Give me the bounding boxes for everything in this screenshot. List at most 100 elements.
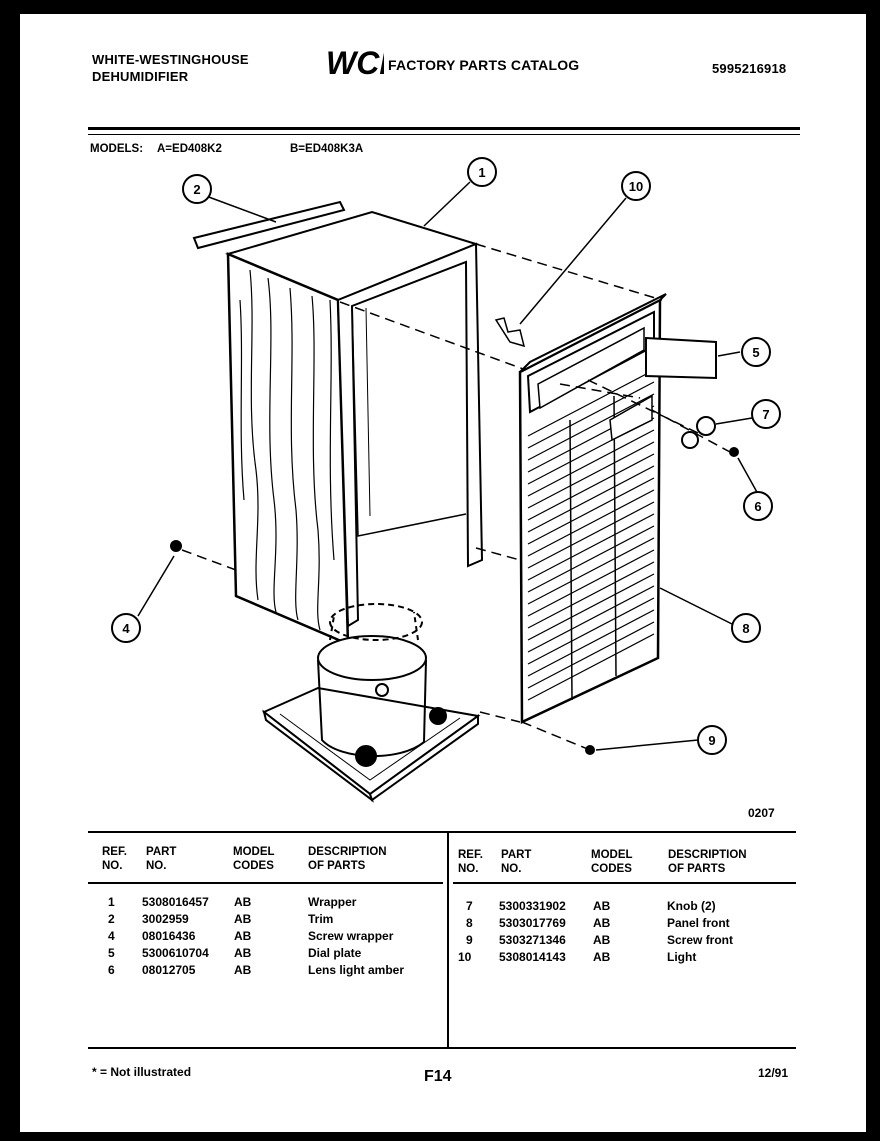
callout-9-label: 9 (708, 733, 715, 748)
table-bottom-rule (88, 1047, 796, 1049)
header-part-line2: NO. (501, 863, 522, 875)
row-part-no: 5303017769 (499, 916, 566, 930)
row-ref: 1 (108, 895, 115, 909)
row-model-codes: AB (234, 963, 252, 977)
row-description: Panel front (667, 916, 730, 930)
paper-background (20, 14, 866, 1132)
row-ref: 6 (108, 963, 115, 977)
row-description: Screw front (667, 933, 734, 947)
callout-1-label: 1 (478, 165, 485, 180)
compressor-top (317, 635, 427, 681)
callout-6-label: 6 (754, 499, 761, 514)
callout-9 (697, 725, 727, 755)
callout-2 (182, 174, 212, 204)
header-part-line1: PART (146, 846, 177, 858)
header-part-left: PART NO. (146, 845, 176, 873)
catalog-title: FACTORY PARTS CATALOG (388, 57, 580, 73)
table-header-rule-left (88, 882, 443, 884)
row-description: Lens light amber (308, 963, 405, 977)
model-a: A=ED408K2 (157, 143, 222, 155)
callout-4 (111, 613, 141, 643)
header-desc-line2: OF PARTS (668, 863, 726, 875)
row-model-codes: AB (593, 899, 611, 913)
row-model-codes: AB (593, 933, 611, 947)
panel-grille (527, 369, 655, 701)
header-rule-thin (88, 134, 800, 135)
row-ref: 9 (466, 933, 473, 947)
model-b: B=ED408K3A (290, 143, 364, 155)
header-model-line2: CODES (591, 863, 632, 875)
header-desc-line1: DESCRIPTION (308, 846, 387, 858)
row-part-no: 5300331902 (499, 899, 566, 913)
brand-name: WHITE-WESTINGHOUSE (92, 52, 249, 67)
header-desc-left: DESCRIPTION OF PARTS (308, 845, 387, 873)
screw-wrapper (170, 540, 182, 552)
row-part-no: 5300610704 (142, 946, 209, 960)
callout-4-label: 4 (122, 621, 130, 636)
header-ref-line2: NO. (458, 863, 479, 875)
header-model-line1: MODEL (591, 849, 633, 861)
header-ref-left: REF.NO. (102, 845, 127, 873)
row-description: Dial plate (308, 946, 362, 960)
models-label: MODELS: (90, 143, 144, 155)
header-desc-line2: OF PARTS (308, 860, 366, 872)
row-description: Wrapper (308, 895, 357, 909)
row-model-codes: AB (234, 946, 252, 960)
row-model-codes: AB (234, 929, 252, 943)
row-part-no: 08016436 (142, 929, 196, 943)
row-description: Screw wrapper (308, 929, 394, 943)
row-model-codes: AB (234, 895, 252, 909)
row-part-no: 5308014143 (499, 950, 566, 964)
light (494, 317, 526, 348)
callout-6 (743, 491, 773, 521)
header-rule-thick (88, 127, 800, 130)
issue-date: 12/91 (758, 1066, 789, 1080)
table-top-rule (88, 831, 796, 833)
row-part-no: 5308016457 (142, 895, 209, 909)
callout-1 (467, 157, 497, 187)
wrapper-grain (239, 269, 335, 631)
figure-code: 0207 (748, 806, 775, 820)
row-ref: 2 (108, 912, 115, 926)
callout-2-label: 2 (193, 182, 200, 197)
header-ref-right: REF. NO. (458, 848, 483, 876)
wci-logo-graphic: WCI (322, 45, 390, 81)
footnote: * = Not illustrated (92, 1065, 192, 1079)
row-ref: 5 (108, 946, 115, 960)
row-ref: 10 (458, 950, 472, 964)
table-center-divider (447, 833, 449, 1049)
row-model-codes: AB (593, 950, 611, 964)
callout-5-label: 5 (752, 345, 759, 360)
callout-10 (621, 171, 651, 201)
header-model-line1: MODEL (233, 846, 275, 858)
header-ref-line1: REF. (458, 849, 483, 861)
header-part-right: PART NO. (501, 848, 531, 876)
row-ref: 8 (466, 916, 473, 930)
callout-5 (741, 337, 771, 367)
row-description: Knob (2) (667, 899, 716, 913)
callout-7-label: 7 (762, 407, 769, 422)
row-part-no: 5303271346 (499, 933, 566, 947)
header-model-right: MODEL CODES (591, 848, 633, 876)
callout-8 (731, 613, 761, 643)
header-model-left: MODEL CODES (233, 845, 275, 873)
trim (192, 200, 346, 250)
callout-10-label: 10 (629, 179, 643, 194)
product-type: DEHUMIDIFIER (92, 69, 189, 84)
row-description: Light (667, 950, 697, 964)
table-header-rule-right (453, 882, 796, 884)
dial-plate (645, 336, 717, 380)
row-model-codes: AB (234, 912, 252, 926)
row-model-codes: AB (593, 916, 611, 930)
header-model-line2: CODES (233, 860, 274, 872)
callout-8-label: 8 (742, 621, 749, 636)
header-ref-line1: REF. (102, 846, 127, 858)
header-part-line2: NO. (146, 860, 167, 872)
header-part-line1: PART (501, 849, 532, 861)
exploded-parts-diagram: 2 1 10 5 7 6 4 8 9 (111, 157, 781, 803)
wci-logo: WCI (322, 45, 390, 81)
logo-text: WCI (326, 46, 384, 78)
catalog-number: 5995216918 (712, 61, 787, 76)
